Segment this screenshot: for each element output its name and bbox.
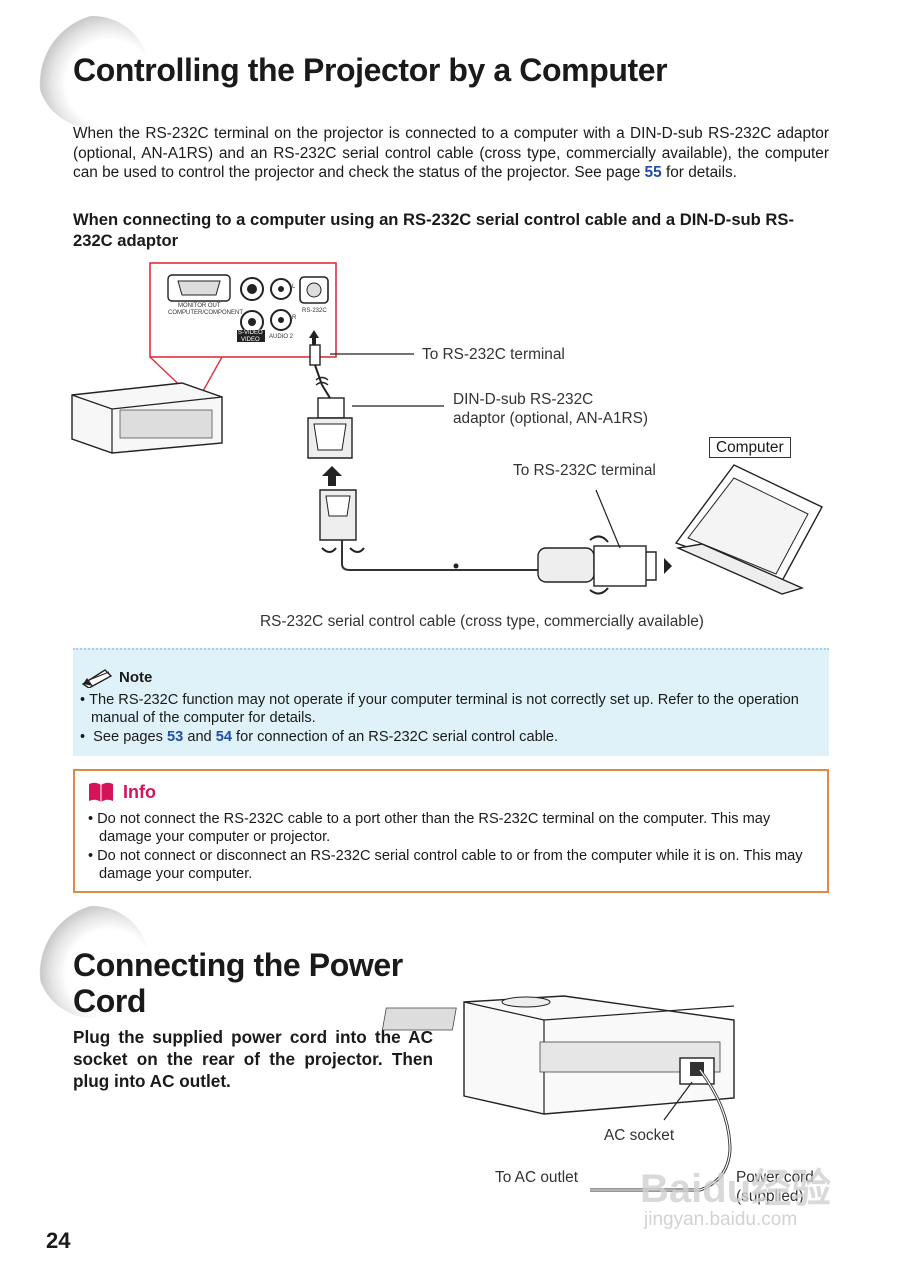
projector-power-diagram — [381, 995, 735, 1192]
page-number: 24 — [46, 1228, 71, 1253]
power-cord-instructions: Plug the supplied power cord into the AC… — [73, 1027, 433, 1091]
label-l: L — [292, 284, 296, 290]
note-list: The RS-232C function may not operate if … — [79, 691, 819, 746]
rs232c-connection-diagram — [71, 262, 823, 595]
label-computer-component: COMPUTER/COMPONENT — [168, 310, 243, 316]
label-power-cord-line2: (supplied) — [736, 1188, 804, 1205]
label-adaptor-line2: adaptor (optional, AN-A1RS) — [453, 410, 649, 427]
label-to-rs232c-terminal-pc: To RS-232C terminal — [513, 462, 656, 479]
label-svideo: S-VIDEO — [238, 330, 263, 336]
section-title-power-cord-line2: Cord — [73, 983, 147, 1019]
label-ac-socket: AC socket — [604, 1127, 675, 1144]
note-item: See pages 53 and 54 for connection of an… — [79, 728, 819, 746]
info-title: Info — [123, 781, 156, 802]
intro-text: When the RS-232C terminal on the project… — [73, 125, 829, 181]
note-title: Note — [119, 668, 153, 686]
pencil-icon — [81, 669, 113, 688]
label-video: VIDEO — [241, 337, 260, 343]
label-computer: Computer — [709, 437, 791, 458]
info-item: Do not connect the RS-232C cable to a po… — [87, 810, 817, 847]
din-dsub-adaptor — [317, 397, 345, 419]
note-item-text: and — [187, 728, 212, 745]
info-item-text: Do not connect or disconnect an RS-232C … — [97, 847, 803, 882]
label-power-cord-line1: Power cord — [736, 1169, 814, 1186]
intro-paragraph: When the RS-232C terminal on the project… — [73, 124, 829, 183]
watermark-brand: Baidu经验 — [640, 1167, 832, 1211]
note-item-text: for connection of an RS-232C serial cont… — [236, 728, 559, 745]
note-item-text: The RS-232C function may not operate if … — [89, 692, 799, 727]
label-r: R — [292, 315, 297, 321]
title-decoration — [37, 16, 149, 128]
label-adaptor-line1: DIN-D-sub RS-232C — [453, 391, 594, 408]
watermark: Baidu经验 jingyan.baidu.com — [640, 1168, 831, 1230]
label-monitor-out: MONITOR OUT — [178, 303, 221, 309]
info-item: Do not connect or disconnect an RS-232C … — [87, 847, 817, 884]
label-to-ac-outlet: To AC outlet — [495, 1169, 578, 1186]
note-item: The RS-232C function may not operate if … — [79, 691, 819, 728]
label-rs232c-port: RS-232C — [302, 308, 327, 314]
info-item-text: Do not connect the RS-232C cable to a po… — [97, 811, 771, 846]
page-link-53[interactable]: 53 — [167, 728, 184, 745]
section-title-power-cord-line1: Connecting the Power — [73, 947, 403, 983]
note-item-text: See pages — [93, 728, 163, 745]
label-to-rs232c-terminal: To RS-232C terminal — [422, 346, 565, 363]
book-icon — [89, 782, 113, 802]
note-box: Note The RS-232C function may not operat… — [73, 648, 829, 756]
info-box: Info Do not connect the RS-232C cable to… — [73, 769, 829, 893]
section-title-computer-control: Controlling the Projector by a Computer — [73, 52, 668, 88]
label-serial-cable: RS-232C serial control cable (cross type… — [260, 613, 704, 630]
intro-text-end: for details. — [665, 164, 737, 181]
watermark-url: jingyan.baidu.com — [644, 1209, 798, 1230]
info-list: Do not connect the RS-232C cable to a po… — [87, 810, 817, 883]
info-header: Info — [87, 781, 817, 803]
page-link-55[interactable]: 55 — [644, 164, 662, 181]
label-audio2: AUDIO 2 — [269, 334, 294, 340]
subheading-rs232c: When connecting to a computer using an R… — [73, 210, 795, 250]
page-link-54[interactable]: 54 — [215, 728, 232, 745]
note-header: Note — [79, 666, 819, 688]
title-decoration — [37, 906, 149, 1018]
